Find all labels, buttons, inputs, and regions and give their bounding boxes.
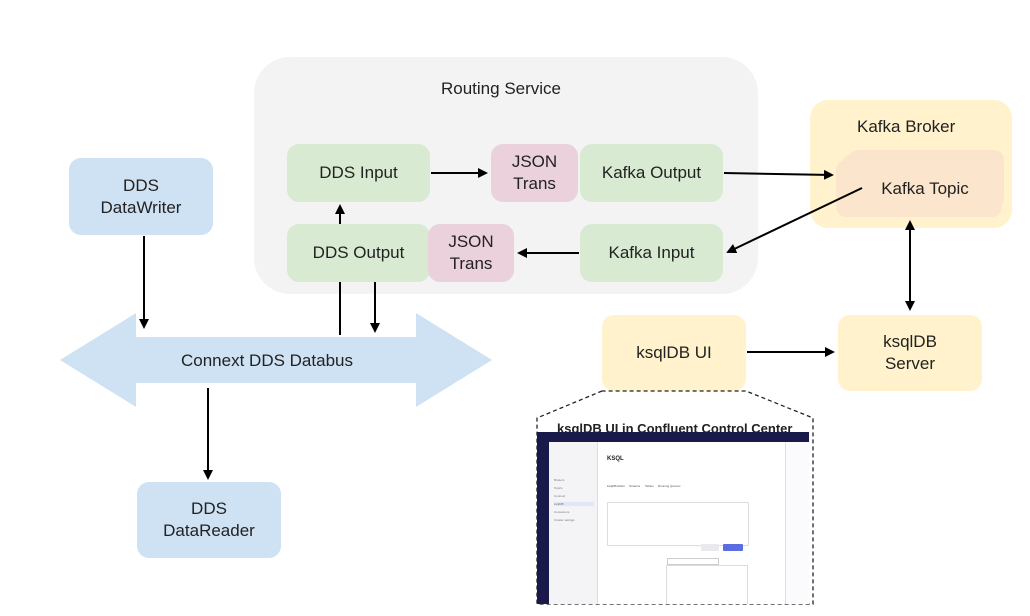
json-trans-top-line1: JSON: [511, 152, 558, 171]
nav-item: Connect: [554, 494, 566, 498]
dds-input-label: DDS Input: [319, 163, 398, 182]
dds-datawriter-node[interactable]: DDS DataWriter: [69, 158, 213, 235]
tab-streams: Streams: [629, 484, 641, 488]
screenshot-topbar: [537, 432, 809, 442]
ksqldb-ui-label: ksqlDB UI: [636, 343, 712, 362]
dds-output-label: DDS Output: [312, 243, 405, 262]
dds-datareader-line2: DataReader: [163, 521, 255, 540]
nav-item: Brokers: [554, 478, 565, 482]
databus-arrow-shape: [60, 313, 492, 407]
kafka-broker-title: Kafka Broker: [857, 117, 956, 136]
dds-datawriter-line1: DDS: [123, 175, 159, 195]
kafka-output-label: Kafka Output: [601, 163, 702, 182]
ksqldb-server-node[interactable]: ksqlDB Server: [838, 315, 982, 391]
tab-editor: ksqlDB Editor: [607, 484, 626, 488]
nav-item: Consumers: [554, 510, 570, 514]
routing-service-title: Routing Service: [441, 79, 562, 98]
screenshot-results-table: [666, 565, 748, 604]
kafka-topic-label: Kafka Topic: [881, 178, 969, 198]
json-trans-bottom-line2: Trans: [449, 254, 493, 273]
dds-datawriter-line2: DataWriter: [100, 197, 182, 217]
ksqldb-server-line1: ksqlDB: [883, 332, 937, 351]
tab-tables: Tables: [645, 484, 654, 488]
screenshot-stop-button: [701, 544, 719, 551]
ksqldb-server-line2: Server: [884, 354, 936, 373]
json-trans-bottom-line1: JSON: [448, 232, 494, 251]
databus-label: Connext DDS Databus: [181, 351, 353, 370]
nav-item: ksqlDB: [554, 502, 594, 506]
screenshot-leftbar: [537, 442, 549, 604]
dds-input-node[interactable]: DDS Input: [287, 144, 430, 202]
screenshot-nav: [549, 442, 598, 604]
screenshot-run-button: [723, 544, 743, 551]
dds-datareader-line1: DDS: [191, 499, 227, 518]
screenshot-editor: [607, 502, 749, 546]
nav-item: Cluster settings: [554, 518, 575, 522]
dds-output-node[interactable]: DDS Output: [287, 224, 430, 282]
kafka-topic[interactable]: Kafka Topic: [836, 160, 1002, 217]
json-trans-bottom-node[interactable]: JSON Trans: [428, 224, 514, 282]
kafka-input-label: Kafka Input: [608, 243, 695, 262]
dds-datareader-node[interactable]: DDS DataReader: [137, 482, 281, 558]
arrow-topic-to-input: [726, 187, 863, 254]
ksqldb-ui-node[interactable]: ksqlDB UI: [602, 315, 746, 391]
screenshot-right-panel: [785, 442, 809, 604]
arrow-output-to-topic: [723, 169, 834, 180]
control-center-screenshot: Brokers Topics Connect ksqlDB Consumers …: [537, 432, 809, 604]
kafka-output-node[interactable]: Kafka Output: [580, 144, 723, 202]
screenshot-page-title: KSQL: [607, 456, 624, 462]
kafka-input-node[interactable]: Kafka Input: [580, 224, 723, 282]
json-trans-top-node[interactable]: JSON Trans: [491, 144, 578, 202]
json-trans-top-line2: Trans: [513, 174, 556, 193]
callout-dashed-outline: [536, 390, 814, 605]
screenshot-search-results: [667, 558, 719, 565]
tab-running-queries: Running Queries: [658, 484, 681, 488]
nav-item: Topics: [554, 486, 563, 490]
